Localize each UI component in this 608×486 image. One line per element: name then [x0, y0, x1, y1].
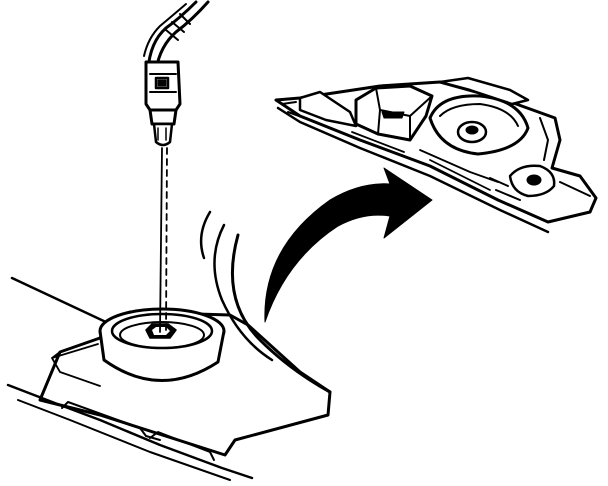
lamp-bracket-detail [274, 76, 598, 234]
connector [144, 60, 182, 112]
installation-guide-line [159, 147, 168, 333]
wiring-harness [143, 0, 210, 72]
curved-arrow [264, 167, 433, 323]
bulb-socket [148, 108, 178, 147]
